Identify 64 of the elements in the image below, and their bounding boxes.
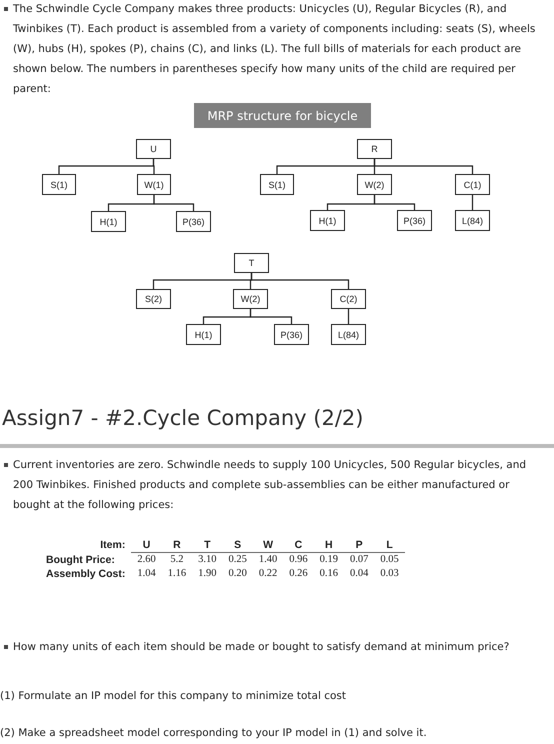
- table-cell: 1.40: [252, 552, 284, 566]
- table-cell-text: 1.04: [136, 567, 157, 580]
- tree-box: S(2): [136, 289, 171, 309]
- column-header: W: [252, 538, 284, 552]
- row-header: Item:: [40, 538, 132, 552]
- connector-line: [152, 159, 155, 174]
- tree-box: L(84): [331, 324, 366, 345]
- tree-box: H(1): [91, 211, 126, 232]
- column-header: U: [131, 538, 162, 552]
- tree-box: H(1): [310, 210, 345, 231]
- tree-box: P(36): [397, 210, 432, 231]
- row-header: Assembly Cost:: [45, 566, 126, 580]
- tree-box: W(2): [233, 289, 268, 309]
- tree-box: R: [357, 139, 392, 159]
- connector-line: [472, 195, 474, 210]
- paragraph-text: How many units of each item should be made or bought to satisfy demand at minimum price?: [13, 640, 510, 655]
- table-cell: 0.07: [344, 552, 374, 566]
- row-header: Bought Price:: [40, 552, 132, 566]
- column-header: T: [192, 538, 222, 552]
- column-header: S: [222, 538, 253, 552]
- tree-box: T: [234, 253, 269, 273]
- table-cell: 2.60: [131, 552, 162, 566]
- column-header: R: [162, 538, 192, 552]
- tree-box: C(2): [331, 289, 366, 309]
- table-cell-text: 0.20: [227, 567, 248, 580]
- table-cell: 3.10: [192, 552, 222, 566]
- tree-box: H(1): [186, 324, 221, 345]
- connector-line: [153, 195, 194, 211]
- tree-box: S(1): [42, 174, 76, 195]
- paragraph-text: (2) Make a spreadsheet model corresponding to your IP model in (1) and solve it.: [0, 726, 427, 741]
- table-cell-text: 0.22: [258, 567, 278, 580]
- table-cell-text: 0.26: [288, 567, 309, 580]
- tree-box: P(36): [274, 324, 309, 345]
- connector-line: [374, 159, 474, 174]
- table-cell: 0.05: [374, 552, 405, 566]
- tree-box: W(1): [137, 174, 171, 195]
- paragraph-text: The Schwindle Cycle Company makes three products: Unicycles (U), Regular Bicycles (R), and Twinbikes (T). Each product is assembled from a variety of components including: seats (S), wheels (W), hubs (H), spokes (P), chains (C), and links (L). The full bills of materials for each product are shown below. The numbers in parentheses specify how many units of the child are required per parent:: [13, 2, 536, 97]
- table-cell: 0.96: [283, 552, 314, 566]
- tree-box: W(2): [357, 174, 392, 195]
- connector-line: [374, 195, 416, 210]
- tree-box: C(1): [455, 174, 490, 195]
- column-header: C: [283, 538, 314, 552]
- column-header: P: [344, 538, 374, 552]
- tree-box: S(1): [260, 174, 294, 195]
- connector-line: [348, 309, 350, 324]
- table-cell-text: 0.04: [348, 567, 370, 580]
- connector-line: [250, 273, 350, 289]
- tree-box: U: [136, 139, 171, 159]
- column-header: H: [314, 538, 344, 552]
- paragraph-text: Current inventories are zero. Schwindle needs to supply 100 Unicycles, 500 Regular bicycles, and 200 Twinbikes. Finished products and complete sub-assemblies can be either manufactured or bought at the following prices:: [13, 458, 528, 513]
- table-cell-text: 1.16: [166, 567, 188, 580]
- connector-line: [250, 309, 292, 324]
- table-cell: 0.25: [222, 552, 253, 566]
- table-cell-text: 1.90: [197, 567, 218, 580]
- paragraph-text: (1) Formulate an IP model for this company to minimize total cost: [0, 689, 346, 704]
- table-cell: 5.2: [162, 552, 192, 566]
- tree-box: P(36): [176, 211, 211, 232]
- table-cell-text: 0.16: [318, 567, 339, 580]
- table-cell: 0.19: [314, 552, 344, 566]
- tree-box: L(84): [455, 210, 490, 231]
- column-header: L: [374, 538, 405, 552]
- table-cell-text: 0.03: [379, 567, 400, 580]
- slide-title: Assign7 - #2.Cycle Company (2/2): [2, 406, 364, 430]
- banner-heading: MRP structure for bicycle: [194, 103, 371, 128]
